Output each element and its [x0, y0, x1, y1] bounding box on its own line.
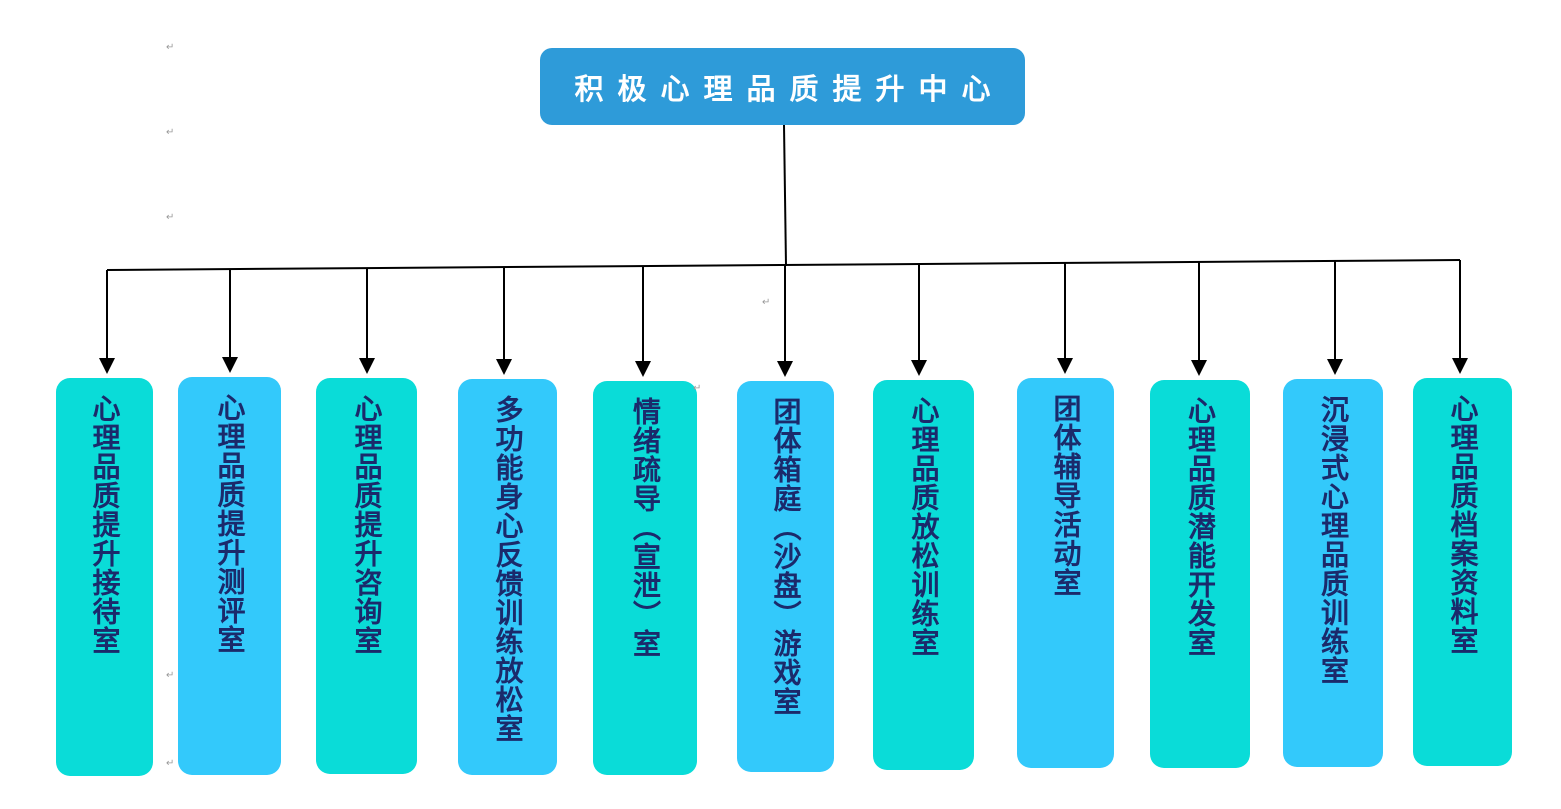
child-node-6: 团体箱庭（沙盘）游戏室 [737, 381, 834, 772]
child-node-8: 团体辅导活动室 [1017, 378, 1114, 768]
arrow-head-1 [99, 358, 115, 374]
arrow-head-11 [1452, 358, 1468, 374]
child-node-label: 心理品质提升咨询室 [350, 394, 384, 655]
child-node-5: 情绪疏导（宣泄）室 [593, 381, 697, 775]
child-node-label: 心理品质潜能开发室 [1184, 396, 1217, 657]
arrow-head-4 [496, 359, 512, 375]
paragraph-mark: ↵ [166, 212, 175, 223]
child-node-label: 沉浸式心理品质训练室 [1317, 395, 1350, 685]
child-node-label: 心理品质档案资料室 [1446, 394, 1480, 655]
paragraph-mark: ↵ [762, 297, 771, 308]
child-node-label: 心理品质放松训练室 [907, 396, 941, 657]
paragraph-mark: ↵ [693, 383, 702, 394]
child-node-9: 心理品质潜能开发室 [1150, 380, 1250, 768]
bus-line [106, 259, 1461, 271]
arrow-head-2 [222, 357, 238, 373]
paragraph-mark: ↵ [166, 758, 175, 769]
child-node-7: 心理品质放松训练室 [873, 380, 974, 770]
child-node-label: 团体箱庭（沙盘）游戏室 [769, 397, 803, 716]
paragraph-mark: ↵ [166, 42, 175, 53]
root-node-label: 积极心理品质提升中心 [574, 71, 1005, 106]
child-node-11: 心理品质档案资料室 [1413, 378, 1512, 766]
child-node-label: 情绪疏导（宣泄）室 [629, 397, 662, 658]
trunk-line [783, 124, 787, 267]
arrow-head-5 [635, 361, 651, 377]
child-node-label: 心理品质提升测评室 [213, 393, 247, 654]
paragraph-mark: ↵ [166, 670, 175, 681]
child-node-2: 心理品质提升测评室 [178, 377, 281, 775]
paragraph-mark: ↵ [166, 127, 175, 138]
arrow-head-10 [1327, 359, 1343, 375]
arrow-head-3 [359, 358, 375, 374]
child-node-10: 沉浸式心理品质训练室 [1283, 379, 1383, 767]
child-node-3: 心理品质提升咨询室 [316, 378, 417, 774]
arrow-head-9 [1191, 360, 1207, 376]
root-node: 积极心理品质提升中心 [540, 48, 1025, 125]
arrow-head-8 [1057, 358, 1073, 374]
child-node-label: 心理品质提升接待室 [88, 394, 122, 655]
child-node-4: 多功能身心反馈训练放松室 [458, 379, 557, 775]
child-node-label: 多功能身心反馈训练放松室 [491, 395, 525, 743]
child-node-label: 团体辅导活动室 [1049, 394, 1083, 597]
arrow-head-6 [777, 361, 793, 377]
child-node-1: 心理品质提升接待室 [56, 378, 153, 776]
arrow-head-7 [911, 360, 927, 376]
